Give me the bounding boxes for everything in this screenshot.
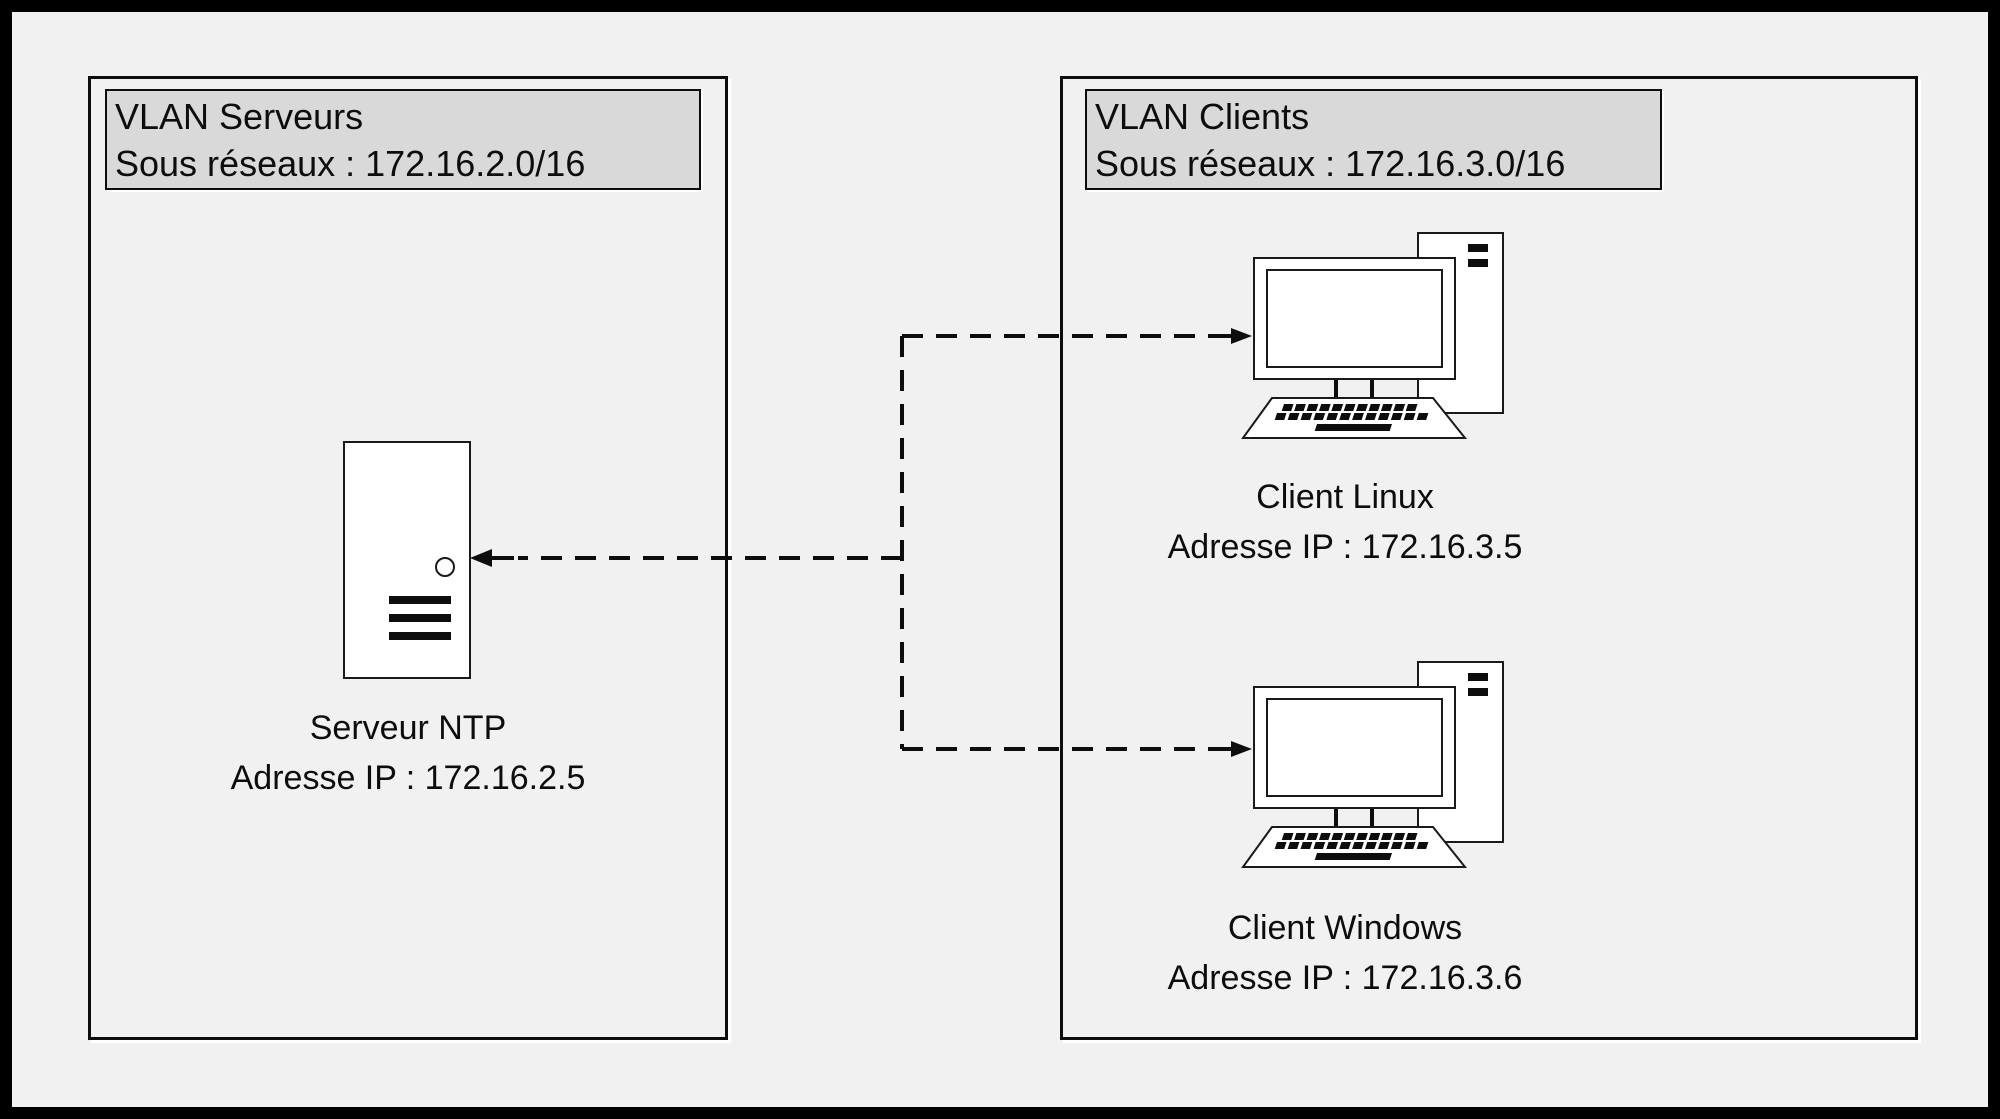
computer-tower-drive-slots: [1468, 673, 1488, 696]
server-vent-slots: [389, 596, 451, 640]
server-label: Serveur NTP Adresse IP : 172.16.2.5: [198, 703, 618, 803]
computer-tower-drive-slots: [1468, 244, 1488, 267]
vlan-clients-header: VLAN Clients Sous réseaux : 172.16.3.0/1…: [1085, 89, 1662, 190]
keyboard-spacebar: [1314, 853, 1392, 860]
server-tower-icon: [343, 441, 471, 679]
keyboard-keys: [1274, 404, 1429, 431]
keyboard-spacebar: [1314, 424, 1392, 431]
desktop-computer-icon-linux: [1241, 232, 1504, 439]
vlan-serveurs-title: VLAN Serveurs: [115, 96, 364, 137]
client-linux-name-label: Client Linux: [1256, 478, 1434, 516]
desktop-computer-icon-windows: [1241, 661, 1504, 868]
vlan-serveurs-subnet: Sous réseaux : 172.16.2.0/16: [115, 143, 586, 184]
client-windows-label: Client Windows Adresse IP : 172.16.3.6: [1135, 903, 1555, 1003]
keyboard-keys: [1274, 833, 1429, 860]
client-windows-ip-label: Adresse IP : 172.16.3.6: [1167, 959, 1523, 997]
vlan-clients-box: [1060, 76, 1918, 1040]
client-linux-ip-label: Adresse IP : 172.16.3.5: [1167, 528, 1523, 566]
server-name-label: Serveur NTP: [309, 709, 507, 747]
vlan-clients-title: VLAN Clients: [1095, 96, 1310, 137]
vlan-serveurs-header: VLAN Serveurs Sous réseaux : 172.16.2.0/…: [105, 89, 701, 190]
server-power-button-icon: [435, 557, 455, 577]
server-ip-label: Adresse IP : 172.16.2.5: [230, 759, 586, 797]
vlan-clients-subnet: Sous réseaux : 172.16.3.0/16: [1095, 143, 1566, 184]
client-linux-label: Client Linux Adresse IP : 172.16.3.5: [1135, 472, 1555, 572]
client-windows-name-label: Client Windows: [1227, 909, 1463, 947]
monitor-screen: [1266, 698, 1443, 797]
monitor-screen: [1266, 269, 1443, 368]
